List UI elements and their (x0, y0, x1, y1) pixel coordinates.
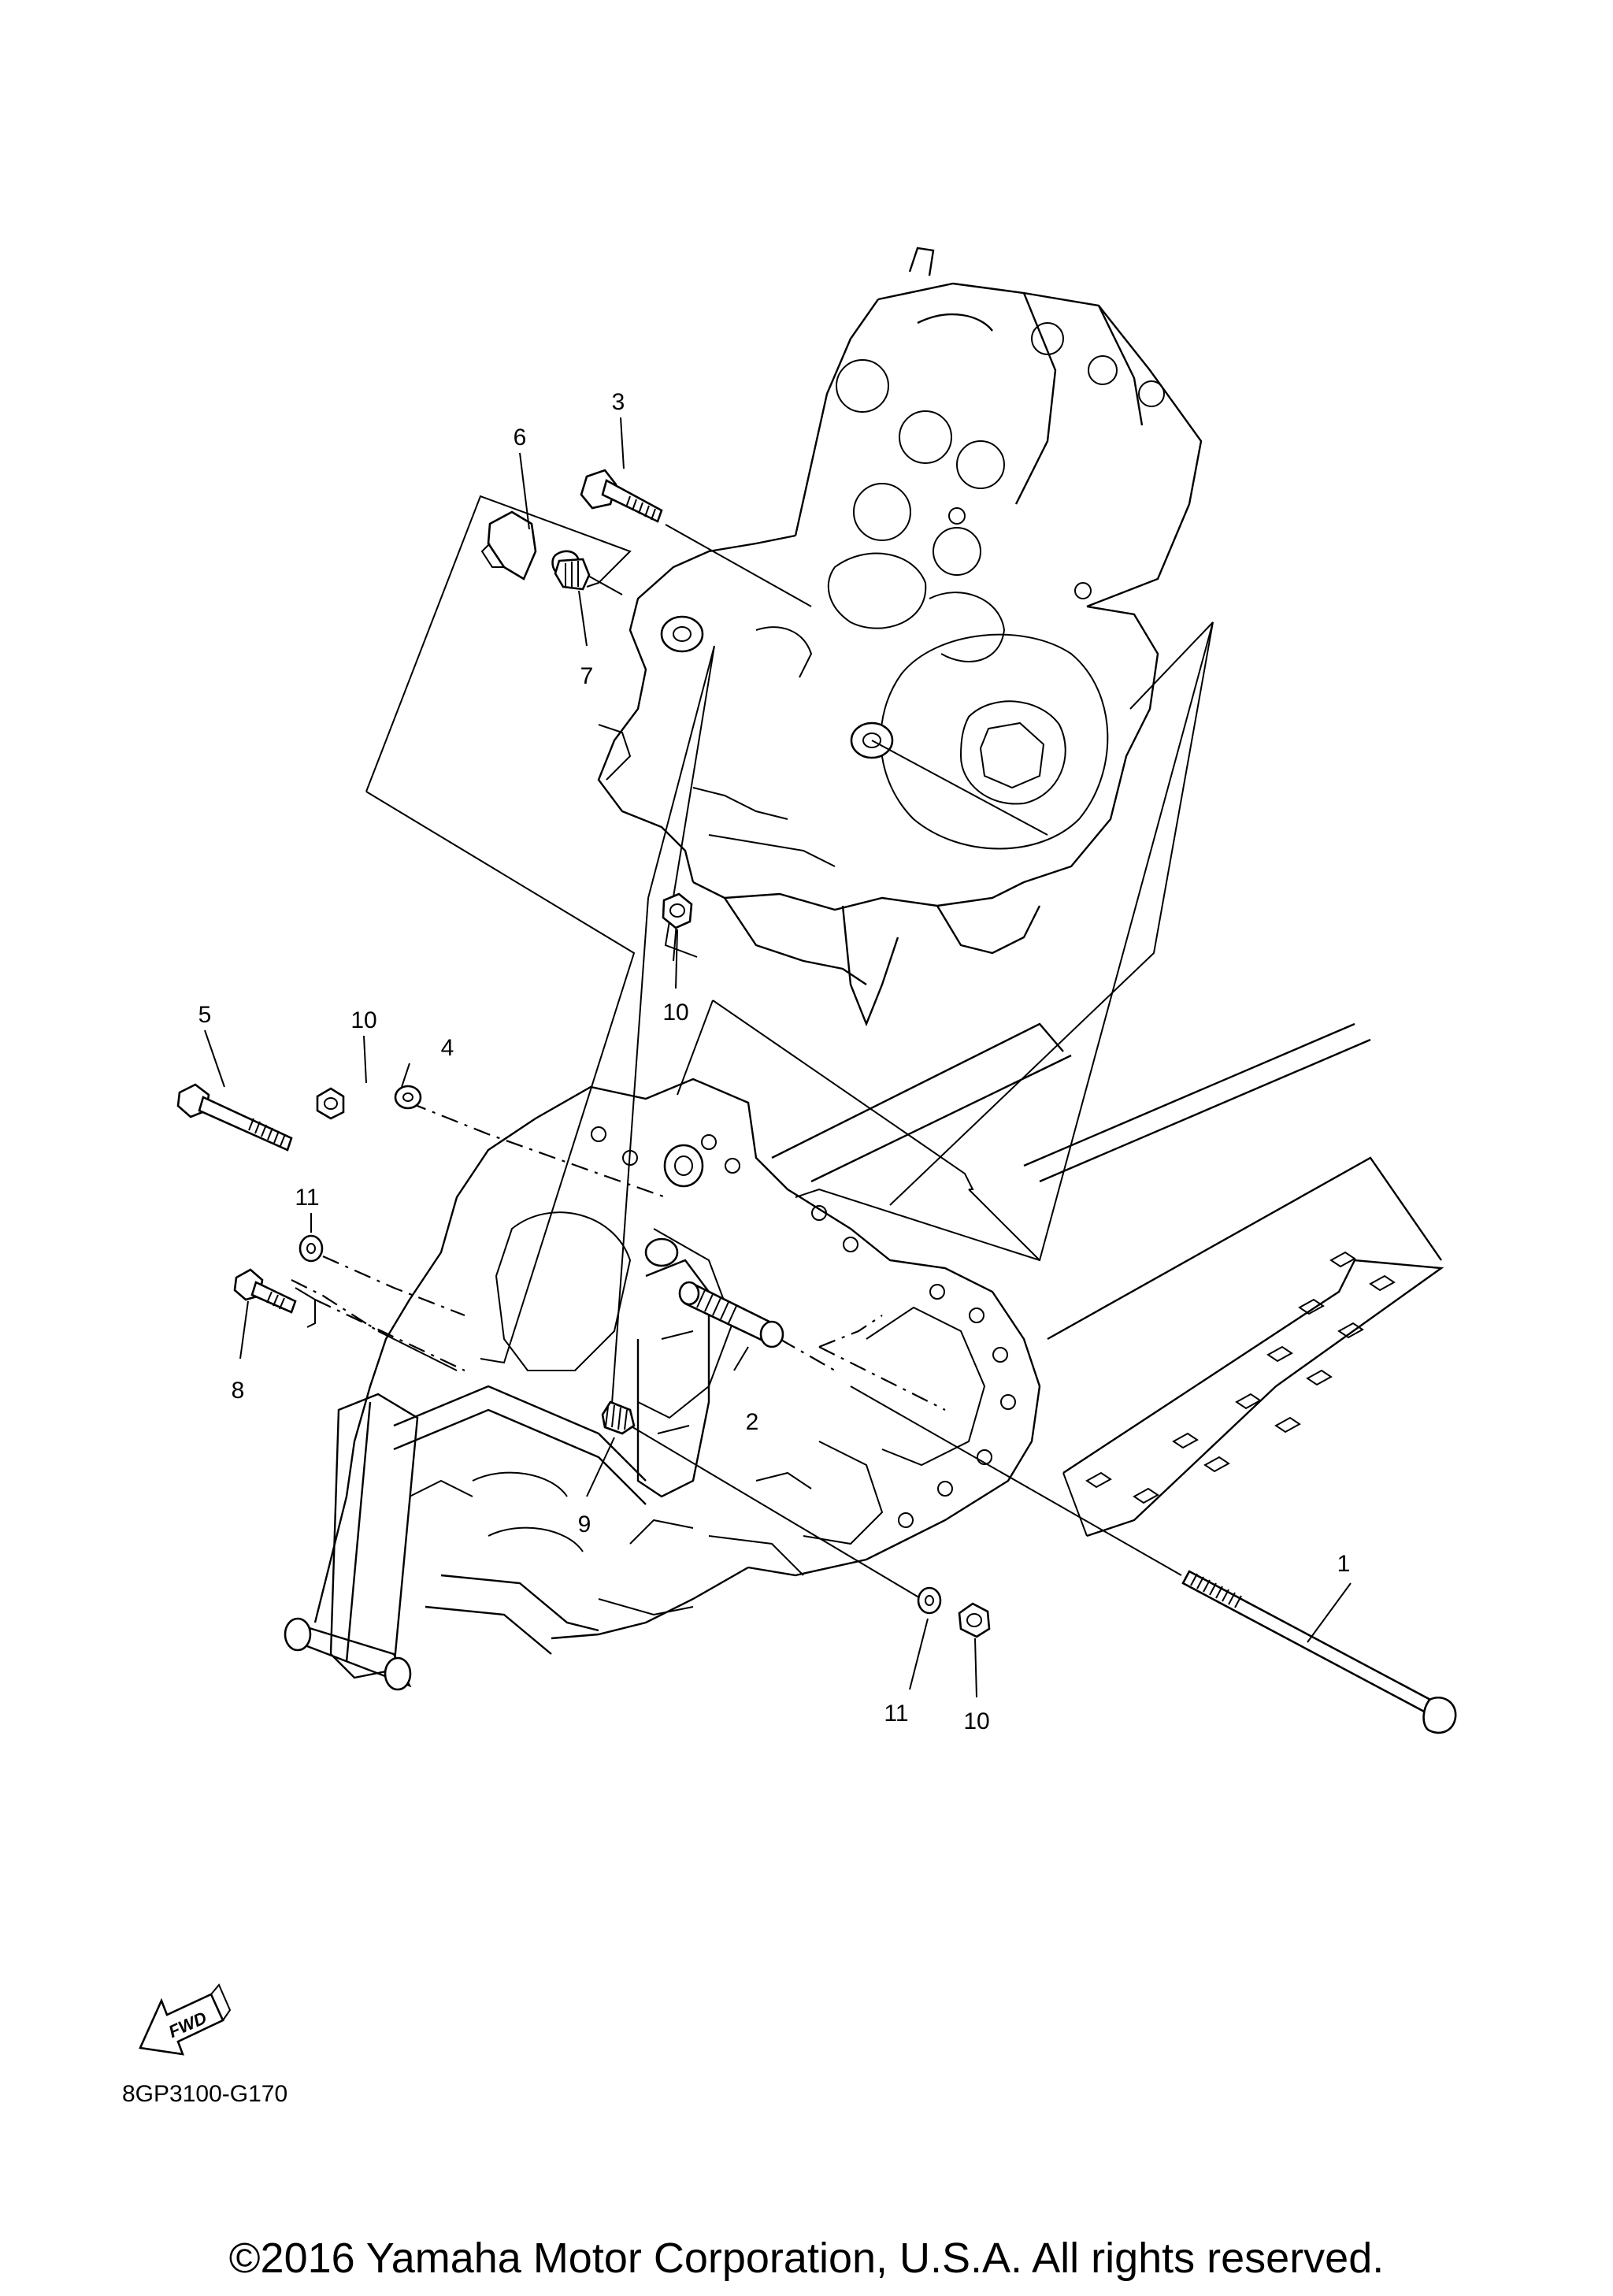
long-bolt-1 (1181, 1570, 1457, 1734)
callout-10-left: 10 (350, 1007, 376, 1033)
frame-assembly (284, 1022, 1444, 1691)
bolt-3 (580, 469, 663, 523)
washer-11-left (298, 1234, 324, 1263)
bolt-8 (233, 1268, 297, 1314)
callout-labels: 1 2 3 4 5 6 7 8 9 10 10 10 11 11 (198, 389, 1351, 1734)
callout-11-left: 11 (295, 1185, 319, 1211)
callout-2: 2 (746, 1409, 759, 1435)
callout-7: 7 (580, 663, 594, 689)
copyright-notice: ©2016 Yamaha Motor Corporation, U.S.A. A… (228, 2235, 1385, 2282)
callout-10-right: 10 (963, 1708, 989, 1734)
callout-8: 8 (232, 1378, 245, 1404)
callout-10-upper: 10 (662, 1000, 688, 1026)
nut-10-upper (662, 892, 693, 929)
callout-1: 1 (1337, 1551, 1351, 1577)
assembly-lines (291, 495, 1214, 1600)
engine-assembly (597, 247, 1203, 1027)
parts (176, 469, 1457, 1734)
callout-leaders (204, 417, 1352, 1698)
fwd-arrow-icon: FWD (139, 1983, 232, 2056)
callout-5: 5 (198, 1002, 212, 1028)
stud-9 (601, 1400, 636, 1435)
bolt-5 (176, 1083, 293, 1152)
drawing-code: 8GP3100-G170 (122, 2081, 288, 2107)
nut-10-right (958, 1602, 991, 1638)
callout-3: 3 (612, 389, 625, 415)
callout-9: 9 (578, 1512, 591, 1537)
running-board-holes (1085, 1251, 1396, 1504)
collar-7 (554, 558, 591, 591)
callout-11-right: 11 (884, 1701, 908, 1727)
sleeve-2 (678, 1281, 784, 1348)
washer-4 (394, 1085, 422, 1110)
callout-4: 4 (441, 1035, 454, 1061)
washer-11-right (917, 1586, 942, 1615)
callout-6: 6 (514, 425, 527, 451)
nut-10-left (316, 1087, 345, 1120)
